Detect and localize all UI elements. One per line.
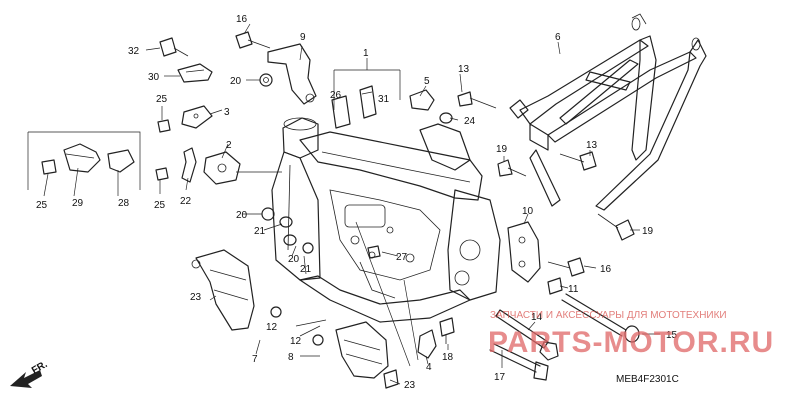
bolt-27 bbox=[367, 245, 381, 259]
callout-16-right: 16 bbox=[600, 264, 612, 275]
bracket-3 bbox=[181, 105, 213, 129]
rear-subframe bbox=[509, 13, 707, 211]
bolt-25-b bbox=[155, 167, 169, 181]
callout-17: 17 bbox=[494, 372, 506, 383]
bolt-17 bbox=[489, 343, 549, 381]
callout-11: 11 bbox=[568, 284, 579, 295]
callout-30: 30 bbox=[148, 72, 160, 83]
leader-lines bbox=[43, 23, 660, 385]
bolt-16-right bbox=[547, 257, 585, 277]
collar-12-b bbox=[312, 334, 324, 346]
callout-16-top: 16 bbox=[236, 14, 248, 25]
callout-19-lower: 19 bbox=[642, 226, 654, 237]
callout-24: 24 bbox=[464, 116, 476, 127]
callout-7: 7 bbox=[252, 354, 258, 365]
callout-23-bottom: 23 bbox=[404, 380, 416, 391]
band-31 bbox=[359, 85, 377, 119]
front-direction-arrow: FR. bbox=[10, 359, 50, 388]
collar-20-lower bbox=[302, 242, 314, 254]
collar-20-mid bbox=[261, 207, 275, 221]
callout-19-upper: 19 bbox=[496, 144, 508, 155]
clip-30 bbox=[177, 63, 213, 83]
callout-12-a: 12 bbox=[266, 322, 278, 333]
watermark-tagline: ЗАПЧАСТИ И АКСЕССУАРЫ ДЛЯ МОТОТЕХНИКИ bbox=[490, 310, 727, 321]
callout-21-lower: 21 bbox=[300, 264, 312, 275]
nut-11 bbox=[547, 277, 563, 295]
callout-25-box: 25 bbox=[36, 200, 48, 211]
callout-4: 4 bbox=[426, 362, 432, 373]
bolt-25-a bbox=[157, 119, 171, 133]
bolt-15 bbox=[561, 293, 640, 343]
bracket-9 bbox=[267, 43, 317, 105]
clip-4 bbox=[417, 329, 437, 359]
callout-29: 29 bbox=[72, 198, 84, 209]
wiring-clamp-group bbox=[27, 131, 141, 190]
callout-31: 31 bbox=[378, 94, 390, 105]
callout-10: 10 bbox=[522, 206, 534, 217]
callout-22: 22 bbox=[180, 196, 192, 207]
callout-labels: 1 2 3 4 5 6 7 8 9 10 11 12 12 13 13 14 1… bbox=[36, 14, 678, 391]
clip-22 bbox=[181, 147, 197, 183]
bolt-32 bbox=[159, 37, 189, 57]
nut-24 bbox=[439, 112, 453, 124]
callout-20-mid: 20 bbox=[236, 210, 248, 221]
guard-23-left bbox=[191, 249, 255, 331]
callout-20-upper: 20 bbox=[230, 76, 242, 87]
collar-21-mid bbox=[279, 216, 293, 228]
collar-12-a bbox=[270, 306, 282, 318]
main-frame bbox=[271, 117, 501, 323]
bolt-16-top bbox=[235, 31, 271, 49]
bolt-19-lower bbox=[597, 213, 635, 241]
callout-3: 3 bbox=[224, 107, 230, 118]
callout-23-left: 23 bbox=[190, 292, 202, 303]
callout-20-lower: 20 bbox=[288, 254, 300, 265]
bolt-13-top bbox=[457, 91, 497, 109]
callout-9: 9 bbox=[300, 32, 306, 43]
grommet-26 bbox=[331, 95, 351, 129]
watermark: ЗАПЧАСТИ И АКСЕССУАРЫ ДЛЯ МОТОТЕХНИКИ PA… bbox=[488, 310, 774, 359]
callout-25-a: 25 bbox=[156, 94, 168, 105]
callout-2: 2 bbox=[226, 140, 232, 151]
callout-12-b: 12 bbox=[290, 336, 302, 347]
callout-15: 15 bbox=[666, 330, 678, 341]
callout-18: 18 bbox=[442, 352, 454, 363]
guard-8 bbox=[335, 321, 389, 379]
callout-5: 5 bbox=[424, 76, 430, 87]
front-arrow-label: FR. bbox=[30, 359, 50, 377]
callout-21-mid: 21 bbox=[254, 226, 266, 237]
callout-13-top: 13 bbox=[458, 64, 470, 75]
diagram-code: MEB4F2301C bbox=[616, 374, 679, 385]
watermark-brand: PARTS-MOTOR.RU bbox=[488, 326, 774, 359]
callout-6: 6 bbox=[555, 32, 561, 43]
callout-25-b: 25 bbox=[154, 200, 166, 211]
bolt-19-upper bbox=[497, 159, 527, 177]
bracket-2 bbox=[203, 151, 241, 185]
collar-20-upper bbox=[259, 73, 273, 87]
bolt-18 bbox=[439, 317, 455, 344]
callout-27: 27 bbox=[396, 252, 408, 263]
bolt-23-bottom bbox=[383, 369, 399, 389]
collar-21-lower bbox=[283, 234, 297, 246]
pivot-bolt-14 bbox=[495, 309, 559, 361]
callout-8: 8 bbox=[288, 352, 294, 363]
bolt-13-mid bbox=[559, 151, 597, 171]
bracket-10 bbox=[507, 221, 541, 283]
callout-13-mid: 13 bbox=[586, 140, 598, 151]
callout-26: 26 bbox=[330, 90, 342, 101]
callout-32: 32 bbox=[128, 46, 140, 57]
callout-28: 28 bbox=[118, 198, 130, 209]
callout-14: 14 bbox=[531, 312, 543, 323]
callout-1: 1 bbox=[363, 48, 369, 59]
